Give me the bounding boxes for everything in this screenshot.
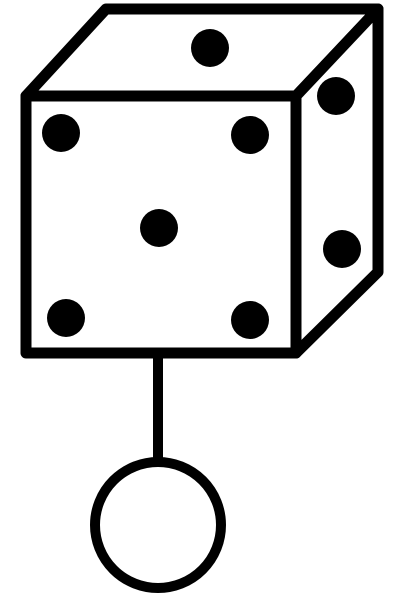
side-face-pip [317, 77, 355, 115]
front-face-pip [231, 116, 269, 154]
die [26, 9, 378, 353]
pendant-circle [95, 462, 221, 588]
front-face-pip [42, 114, 80, 152]
top-face-pip [191, 29, 229, 67]
front-face-pip [47, 299, 85, 337]
front-face-pip [231, 301, 269, 339]
side-face-pip [323, 230, 361, 268]
front-face-pip [140, 209, 178, 247]
